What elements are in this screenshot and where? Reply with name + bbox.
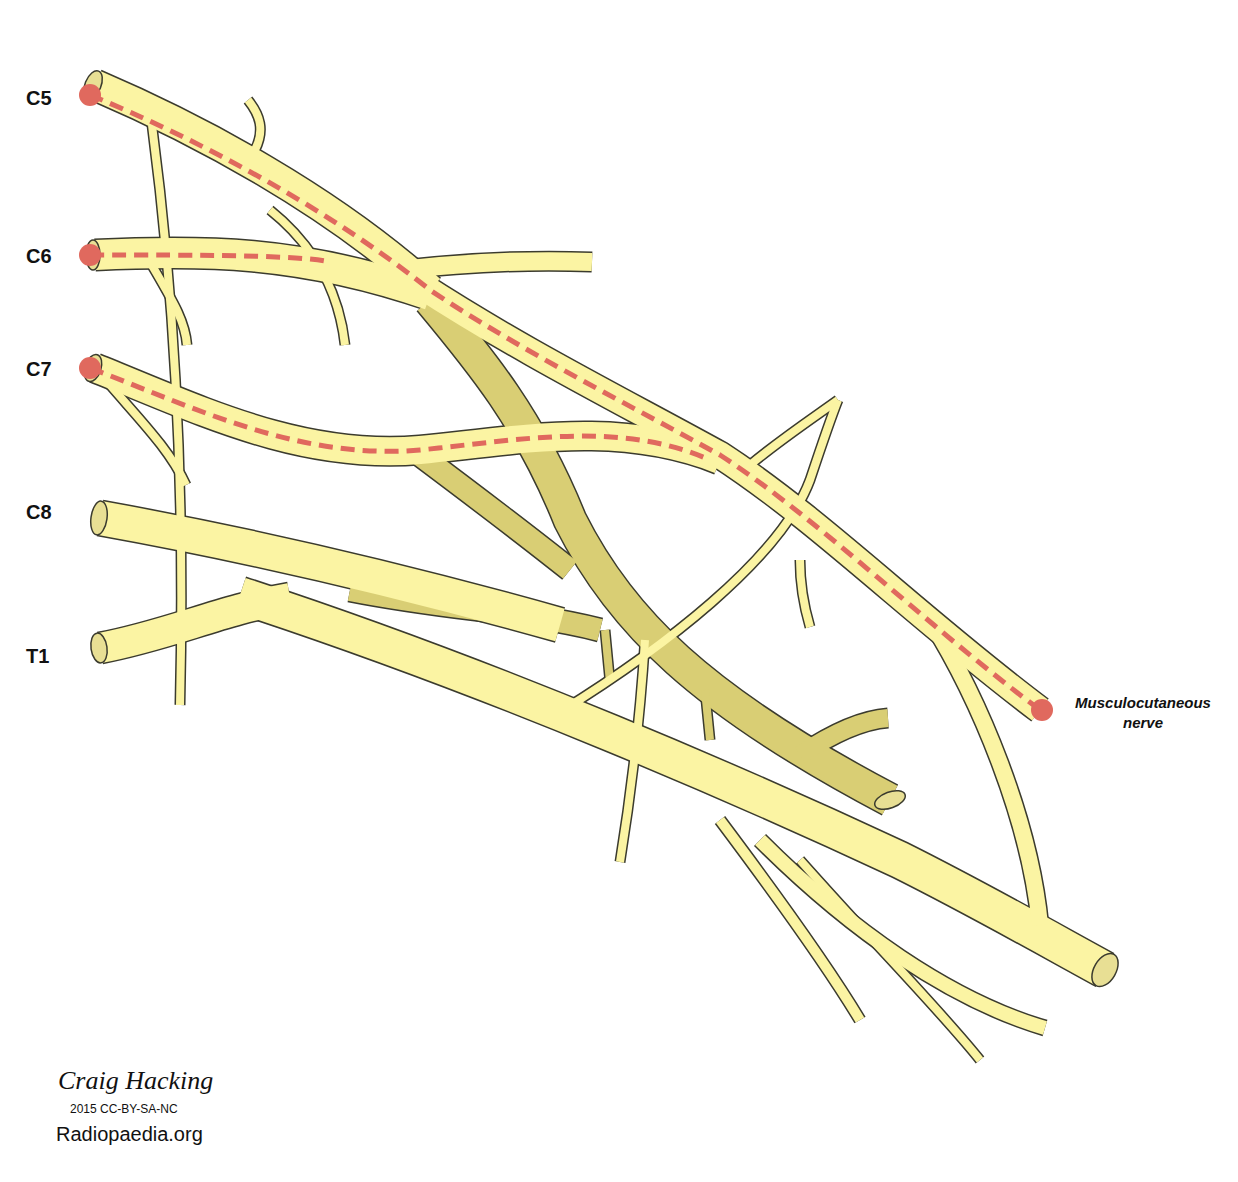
site-credit: Radiopaedia.org bbox=[56, 1121, 203, 1147]
root-label: C5 bbox=[26, 85, 52, 111]
root-label: C8 bbox=[26, 499, 52, 525]
nerve-label: Musculocutaneous nerve bbox=[1057, 693, 1229, 733]
root-label: C6 bbox=[26, 243, 52, 269]
author-credit: Craig Hacking bbox=[58, 1064, 213, 1098]
root-label: T1 bbox=[26, 643, 49, 669]
license-note: 2015 CC-BY-SA-NC bbox=[70, 1101, 178, 1117]
root-label: C7 bbox=[26, 356, 52, 382]
